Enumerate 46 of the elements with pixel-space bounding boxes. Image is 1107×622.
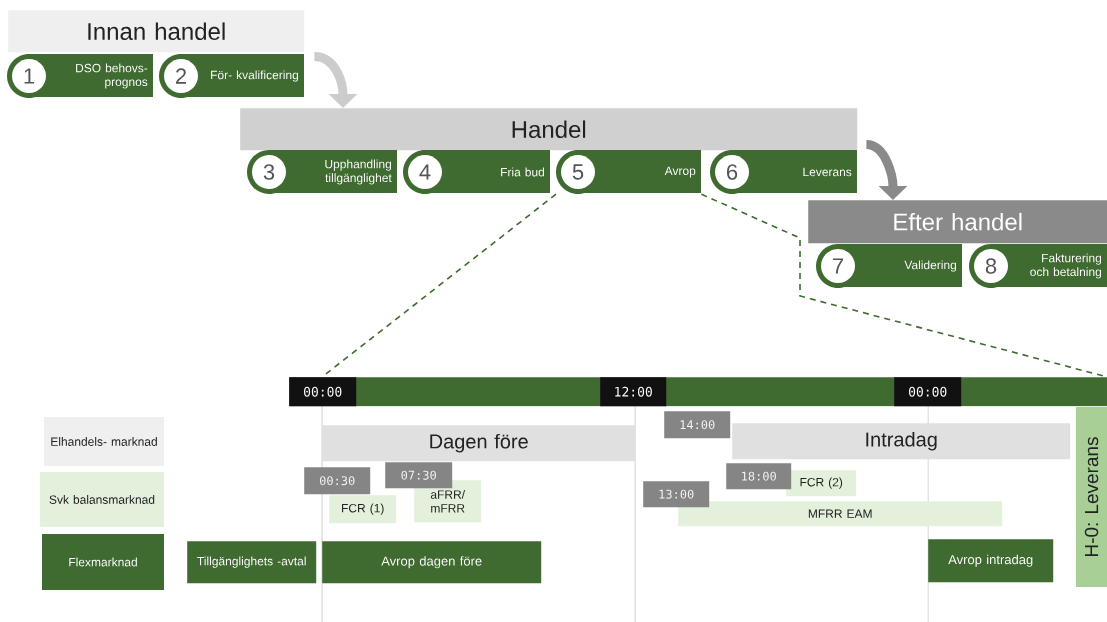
step-number: 8	[985, 258, 997, 274]
market-box: Tillgänglighets -avtal	[187, 541, 317, 584]
step-box	[403, 150, 550, 194]
market-box: FCR (2)	[786, 470, 857, 497]
time-tag: 12:00	[600, 377, 667, 407]
step-number: 4	[419, 164, 431, 180]
step-label: För- kvalificering	[211, 70, 298, 82]
period-band: Dagen före	[322, 425, 636, 462]
time-tag: 00:30	[304, 467, 371, 495]
period-band: Intradag	[732, 423, 1071, 460]
market-bar: MFRR EAM	[678, 501, 1003, 527]
phase-header: Handel	[240, 108, 858, 151]
time-tag: 13:00	[643, 481, 710, 508]
legend-item: Svk balansmarknad	[40, 472, 164, 527]
step-label: Fakturering och betalning	[1030, 253, 1102, 279]
step-number: 6	[727, 164, 738, 180]
step-number: 1	[24, 68, 35, 84]
step-label: DSO behovs- prognos	[76, 63, 148, 89]
step-label: Avrop	[664, 166, 696, 178]
time-tag: 18:00	[726, 463, 792, 490]
phase-header: Innan handel	[8, 10, 305, 53]
step-label: Leverans	[803, 167, 852, 177]
time-tag: 07:30	[385, 462, 453, 489]
step-number: 5	[572, 164, 584, 180]
time-tag: 00:00	[894, 377, 962, 407]
delivery-band: H-0: Leverans	[1076, 407, 1107, 587]
market-box: FCR (1)	[329, 495, 397, 524]
step-label: Fria bud	[501, 167, 544, 177]
step-box	[556, 150, 701, 194]
step-box	[710, 150, 857, 194]
step-number: 7	[833, 258, 844, 274]
step-number: 3	[263, 164, 275, 180]
step-label: Validering	[904, 260, 956, 272]
step-box	[816, 244, 962, 288]
step-box	[247, 150, 397, 194]
step-box	[969, 244, 1107, 288]
legend-item: Flexmarknad	[42, 534, 164, 590]
step-label: Upphandling tillgänglighet	[325, 159, 392, 185]
legend-item: Elhandels- marknad	[44, 417, 164, 466]
step-box	[7, 54, 153, 98]
market-box: Avrop intradag	[928, 539, 1054, 583]
step-number: 2	[176, 68, 186, 84]
time-tag: 14:00	[664, 411, 731, 439]
step-box	[159, 54, 304, 98]
market-box: Avrop dagen före	[322, 541, 542, 584]
time-tag: 00:00	[289, 377, 357, 407]
